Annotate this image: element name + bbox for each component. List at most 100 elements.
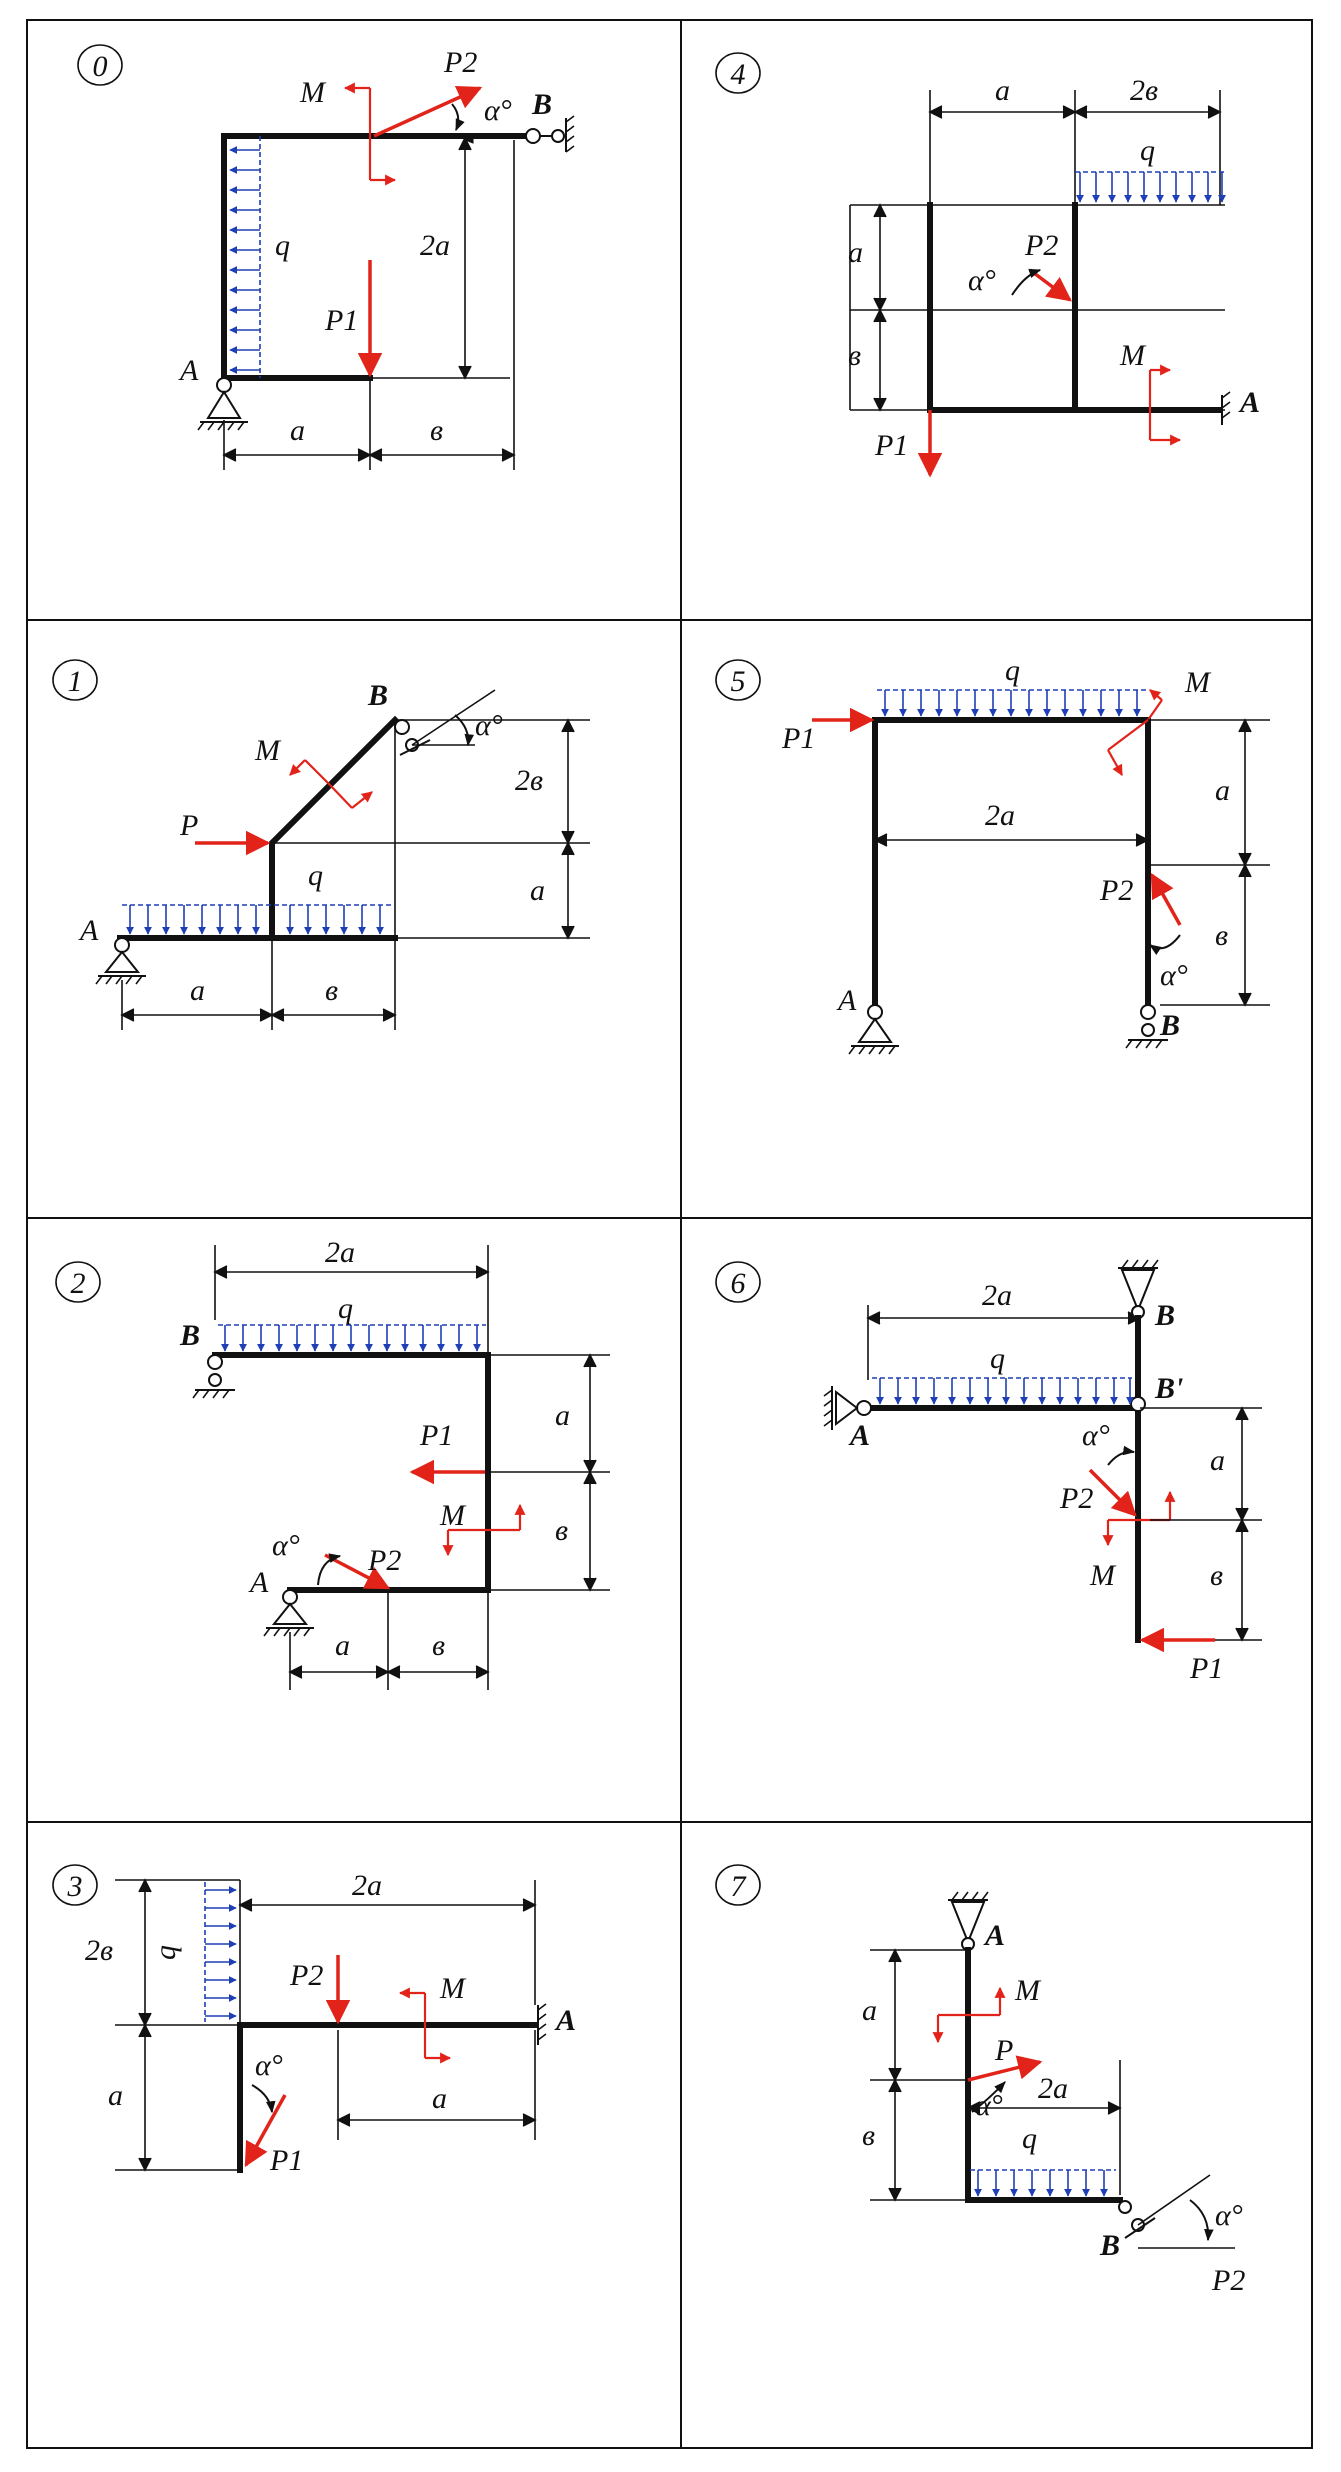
support-b	[394, 689, 496, 756]
dim-2a	[370, 136, 510, 380]
fixed-support-a	[537, 2003, 547, 2045]
distributed-load-q	[1075, 171, 1226, 203]
label-b-support: B	[531, 88, 552, 121]
label-2a: 2a	[1038, 2072, 1068, 2105]
panel-number: 0	[93, 50, 108, 83]
frame-beam	[872, 717, 1151, 1008]
panel-2: 2 2a q	[55, 1236, 610, 1690]
label-2a: 2a	[325, 1236, 355, 1269]
moment-m	[398, 1987, 452, 2064]
label-alpha: α°	[968, 264, 996, 297]
force-p1-arrow	[244, 2094, 287, 2168]
label-p2: P2	[289, 1959, 323, 1992]
label-a-support: A	[248, 1566, 269, 1599]
label-2a: 2a	[352, 1869, 382, 1902]
label-p2: P2	[1211, 2264, 1245, 2297]
label-p1: P1	[324, 304, 358, 337]
label-m: M	[1119, 339, 1147, 372]
label-a-support: A	[836, 984, 857, 1017]
label-p1: P1	[269, 2144, 303, 2177]
label-q: q	[338, 1292, 353, 1325]
label-2b: 2в	[85, 1934, 113, 1967]
label-b-support: B	[1159, 1009, 1180, 1042]
panel-number-circle	[77, 44, 123, 86]
distributed-load-q	[229, 136, 261, 378]
label-2a: 2a	[982, 1279, 1012, 1312]
label-b-support: B	[179, 1319, 200, 1352]
label-q: q	[990, 1342, 1005, 1375]
moment-m	[442, 1503, 526, 1557]
label-a-support: A	[848, 1419, 870, 1452]
moment-m	[1148, 364, 1182, 446]
label-alpha: α°	[272, 1529, 300, 1562]
label-alpha: α°	[1082, 1419, 1110, 1452]
angle-arrow	[451, 103, 465, 132]
label-m: M	[439, 1972, 467, 2005]
force-p2-arrow	[1028, 268, 1072, 302]
label-p2: P2	[1099, 874, 1133, 907]
label-b-vert: в	[862, 2119, 875, 2152]
label-p1: P1	[419, 1419, 453, 1452]
force-p-arrow	[967, 2055, 1043, 2082]
table-grid	[26, 19, 1313, 2449]
distributed-load-q	[122, 904, 392, 935]
support-b	[1118, 1259, 1159, 1319]
panel-number: 4	[731, 58, 746, 91]
label-alpha: α°	[255, 2049, 283, 2082]
label-alpha: α°	[1160, 959, 1188, 992]
label-alpha2: α°	[1215, 2199, 1243, 2232]
label-a-support: A	[554, 2004, 576, 2037]
distributed-load-q	[970, 2169, 1116, 2197]
label-alpha: α°	[475, 709, 503, 742]
label-a: a	[432, 2082, 447, 2115]
label-p2: P2	[443, 46, 477, 79]
label-p: P	[994, 2034, 1013, 2067]
label-2b: 2в	[515, 764, 543, 797]
support-b	[525, 115, 575, 153]
label-q: q	[1005, 654, 1020, 687]
panel-7: 7 A a в M	[715, 1864, 1245, 2297]
label-a-support: A	[1238, 386, 1260, 419]
label-b-vert: в	[1215, 919, 1228, 952]
label-b-vert: в	[555, 1514, 568, 1547]
label-b-support: B	[1154, 1299, 1175, 1332]
label-a-support: A	[78, 914, 99, 947]
label-a: a	[335, 1629, 350, 1662]
label-m: M	[1014, 1974, 1042, 2007]
label-2a: 2a	[985, 799, 1015, 832]
pin-support-a	[823, 1386, 872, 1430]
label-b-prime: B'	[1154, 1372, 1183, 1405]
fixed-support-a	[1221, 391, 1231, 425]
label-a: a	[290, 414, 305, 447]
label-p2: P2	[367, 1544, 401, 1577]
label-m: M	[299, 76, 327, 109]
panel-number: 1	[68, 665, 83, 698]
frame-beam	[221, 133, 531, 381]
label-q: q	[308, 859, 323, 892]
pin-support-a	[95, 937, 146, 985]
label-m: M	[1089, 1559, 1117, 1592]
label-b: в	[430, 414, 443, 447]
moment-m	[343, 82, 397, 186]
label-2a: 2a	[420, 229, 450, 262]
distributed-load-q	[204, 1882, 237, 2022]
panel-3: 3 A q	[52, 1864, 576, 2177]
panel-number: 3	[67, 1870, 83, 1903]
support-a	[948, 1891, 989, 1951]
label-b: в	[325, 974, 338, 1007]
moment-m	[289, 759, 373, 809]
support-b	[1118, 2174, 1235, 2249]
panel-1: 1 q A	[52, 659, 590, 1030]
panel-4: 4 a 2в	[715, 52, 1260, 478]
label-a-vert: a	[1215, 774, 1230, 807]
label-p1: P1	[781, 722, 815, 755]
support-b	[192, 1354, 235, 1399]
label-m: M	[439, 1499, 467, 1532]
label-q: q	[149, 1945, 182, 1960]
panel-number: 7	[731, 1870, 748, 1903]
label-q: q	[275, 229, 290, 262]
label-b: в	[432, 1629, 445, 1662]
moment-m	[1107, 689, 1163, 776]
label-a-support: A	[178, 354, 199, 387]
